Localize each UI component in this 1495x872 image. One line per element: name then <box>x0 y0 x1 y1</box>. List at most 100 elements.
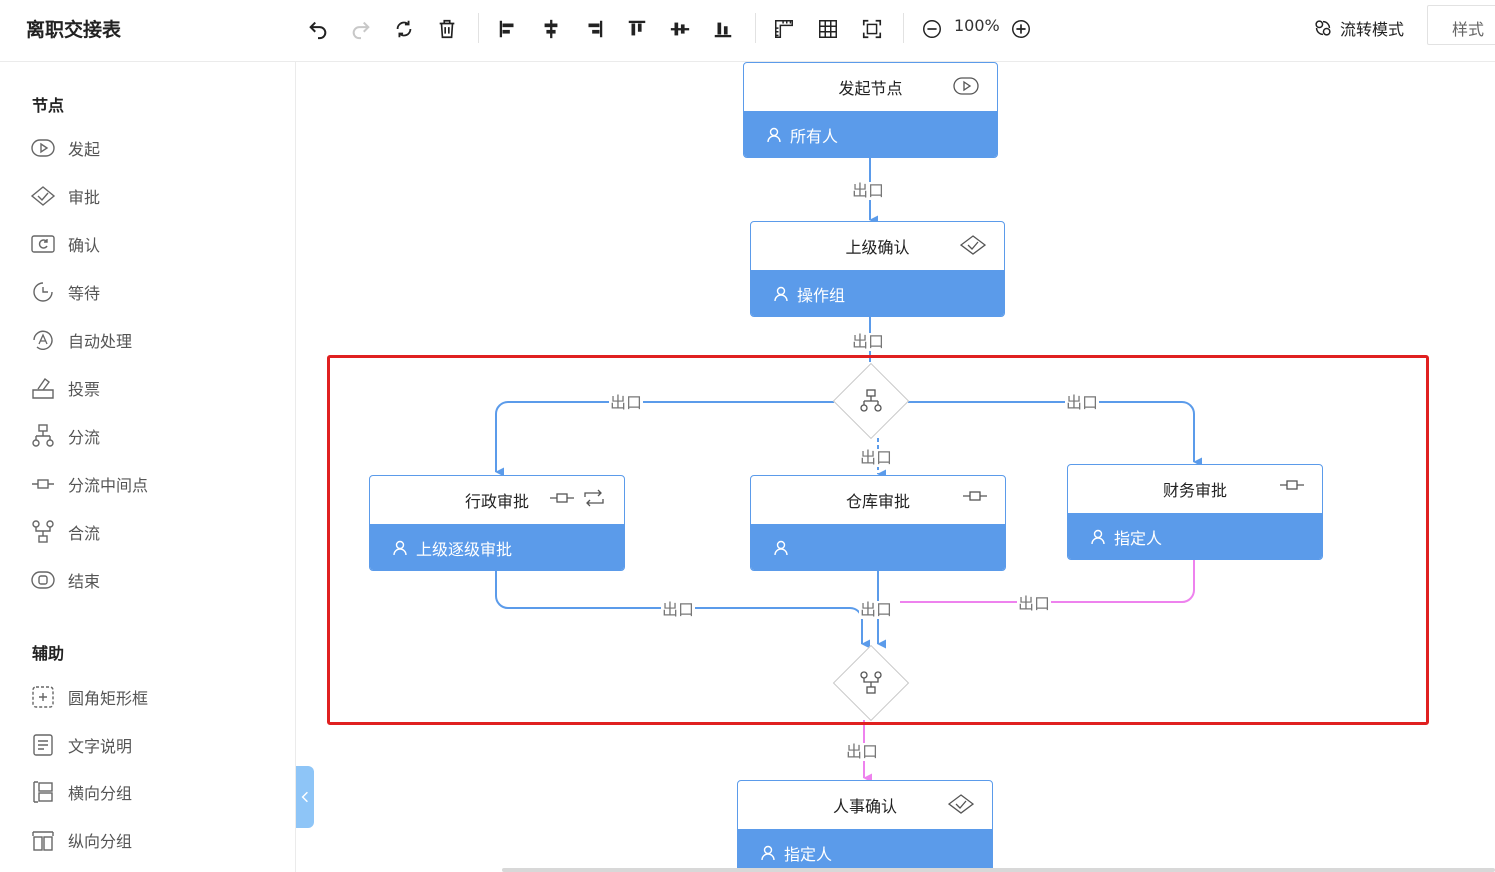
zoom-in-button[interactable] <box>1006 14 1036 44</box>
edge-split-to-admin <box>495 401 834 477</box>
sidebar-item-label: 等待 <box>68 284 101 303</box>
redo-button[interactable] <box>346 14 376 44</box>
sidebar-item-label: 结束 <box>68 572 101 591</box>
align-center-v-button[interactable] <box>665 14 695 44</box>
auto-process-icon <box>33 330 53 350</box>
sidebar-item-label: 确认 <box>68 236 101 255</box>
toolbar-divider <box>755 13 756 43</box>
sidebar-item-vote[interactable]: 投票 <box>30 373 100 403</box>
start-icon <box>953 77 979 95</box>
sidebar-item-wait[interactable]: 等待 <box>30 277 100 307</box>
sidebar-item-merge[interactable]: 合流 <box>30 517 100 547</box>
split-icon <box>860 389 882 412</box>
edge-label: 出口 <box>845 742 880 761</box>
fit-view-button[interactable] <box>857 14 887 44</box>
node-assignee: 指定人 <box>1114 528 1163 548</box>
node-admin-approve[interactable]: 行政审批 上级逐级审批 <box>369 475 625 571</box>
rounded-rect-icon <box>32 686 54 708</box>
refresh-icon <box>396 20 412 38</box>
sidebar-item-end[interactable]: 结束 <box>30 565 100 595</box>
horizontal-scrollbar[interactable] <box>502 868 1495 872</box>
undo-button[interactable] <box>303 14 333 44</box>
sidebar-item-vertical-group[interactable]: 纵向分组 <box>30 825 132 855</box>
ruler-button[interactable] <box>769 14 799 44</box>
merge-icon <box>32 520 54 543</box>
node-start[interactable]: 发起节点 所有人 <box>743 62 998 158</box>
edge-label: 出口 <box>1065 393 1100 412</box>
sidebar-item-start[interactable]: 发起 <box>30 133 100 163</box>
node-warehouse-approve[interactable]: 仓库审批 <box>750 475 1006 571</box>
user-icon <box>767 127 781 142</box>
edge-label: 出口 <box>851 332 886 351</box>
node-title: 行政审批 <box>464 492 529 511</box>
node-title: 人事确认 <box>832 797 897 816</box>
sidebar-item-label: 横向分组 <box>68 784 133 803</box>
sidebar-item-label: 合流 <box>68 524 101 543</box>
nodes-section-title: 节点 <box>32 96 65 115</box>
assist-section-title: 辅助 <box>32 644 65 663</box>
loop-icon <box>584 489 604 507</box>
user-icon <box>761 845 775 860</box>
node-title: 财务审批 <box>1162 481 1227 500</box>
flow-mode-icon <box>1315 20 1331 36</box>
node-finance-approve[interactable]: 财务审批 指定人 <box>1067 464 1323 560</box>
align-top-button[interactable] <box>622 14 652 44</box>
zoom-out-icon <box>923 20 941 38</box>
user-icon <box>1091 529 1105 544</box>
vertical-group-icon <box>32 831 54 851</box>
split-midpoint-icon <box>32 479 54 489</box>
align-center-h-button[interactable] <box>536 14 566 44</box>
edge-label: 出口 <box>851 181 886 200</box>
toolbar-divider <box>903 13 904 43</box>
align-bottom-button[interactable] <box>708 14 738 44</box>
align-center-horizontal-icon <box>544 19 558 39</box>
split-midpoint-icon <box>963 491 987 501</box>
delete-button[interactable] <box>432 14 462 44</box>
approve-icon <box>948 794 974 814</box>
align-left-button[interactable] <box>493 14 523 44</box>
toolbar-divider <box>478 13 479 43</box>
node-superior-confirm[interactable]: 上级确认 操作组 <box>750 221 1005 317</box>
grid-button[interactable] <box>813 14 843 44</box>
sidebar-item-label: 发起 <box>68 140 101 159</box>
refresh-button[interactable] <box>389 14 419 44</box>
align-right-button[interactable] <box>579 14 609 44</box>
zoom-out-button[interactable] <box>917 14 947 44</box>
flow-mode-button[interactable]: 流转模式 <box>1312 14 1404 42</box>
node-hr-confirm[interactable]: 人事确认 指定人 <box>737 780 993 872</box>
sidebar-item-label: 分流 <box>68 428 101 447</box>
node-title: 发起节点 <box>838 79 903 98</box>
align-top-icon <box>628 20 646 36</box>
split-midpoint-icon <box>1280 480 1304 490</box>
sidebar-item-rounded-rect[interactable]: 圆角矩形框 <box>30 682 148 712</box>
sidebar-item-label: 投票 <box>68 380 101 399</box>
align-center-vertical-icon <box>670 22 690 36</box>
node-assignee: 所有人 <box>790 126 839 146</box>
sidebar-item-split[interactable]: 分流 <box>30 421 100 451</box>
flow-canvas[interactable]: 出口 出口 出口 出口 出口 出口 出口 出口 出口 发起节点 所有人 上级确认… <box>297 62 1495 872</box>
align-left-icon <box>499 20 514 38</box>
node-title: 上级确认 <box>845 238 910 257</box>
sidebar-item-label: 自动处理 <box>68 332 133 351</box>
start-icon <box>31 139 55 157</box>
approve-icon <box>960 235 986 255</box>
sidebar-item-confirm[interactable]: 确认 <box>30 229 100 259</box>
sidebar-item-split-midpoint[interactable]: 分流中间点 <box>30 469 148 499</box>
merge-icon <box>860 671 882 694</box>
page-title: 离职交接表 <box>26 19 122 41</box>
fit-view-icon <box>862 19 882 39</box>
sidebar-item-approve[interactable]: 审批 <box>30 181 100 211</box>
sidebar-item-label: 圆角矩形框 <box>68 689 149 708</box>
sidebar: 节点 发起 审批 确认 等待 自动处理 投票 分流 分流中间点 合流 结束 辅助 <box>0 62 296 872</box>
sidebar-item-horizontal-group[interactable]: 横向分组 <box>30 777 132 807</box>
sidebar-item-auto-process[interactable]: 自动处理 <box>30 325 132 355</box>
align-right-icon <box>588 20 603 38</box>
sidebar-collapse-handle[interactable] <box>296 766 314 828</box>
sidebar-item-label: 分流中间点 <box>68 476 149 495</box>
node-assignee: 操作组 <box>797 285 846 305</box>
chevron-left-icon <box>301 791 308 803</box>
style-tab[interactable]: 样式 <box>1427 5 1495 45</box>
end-icon <box>31 571 55 589</box>
sidebar-item-text-note[interactable]: 文字说明 <box>30 730 132 760</box>
edge-label: 出口 <box>609 393 644 412</box>
